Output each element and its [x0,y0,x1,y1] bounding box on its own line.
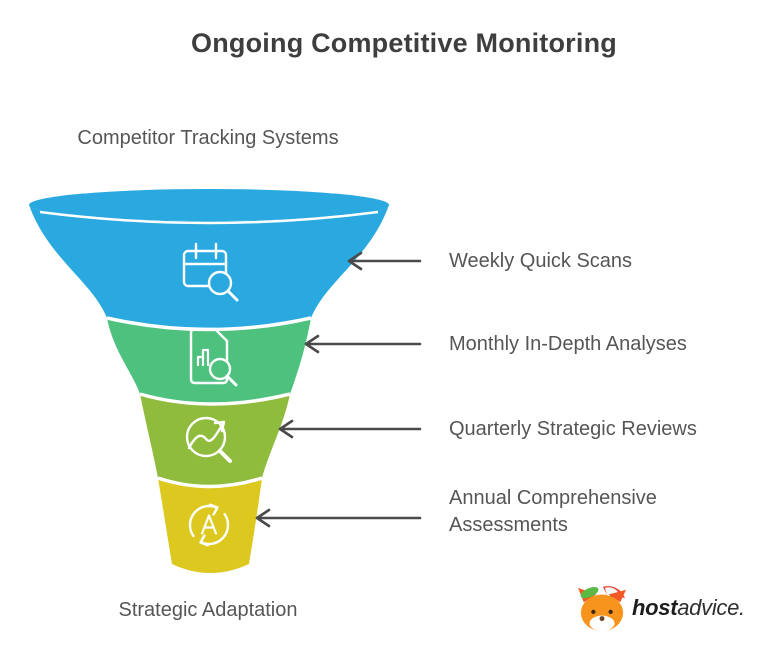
arrow-weekly [347,251,422,271]
page-title: Ongoing Competitive Monitoring [191,28,617,58]
document-analysis-search-icon [189,327,238,387]
funnel-bottom-label: Strategic Adaptation [118,599,298,621]
calendar-search-icon [182,242,239,302]
arrow-annual [255,508,422,528]
funnel-rim-highlight [39,210,379,225]
hostadvice-logo: hostadvice. [576,584,745,632]
arrow-quarterly [278,419,422,439]
segment-label-monthly: Monthly In-Depth Analyses [449,333,687,355]
funnel-top-ellipse [29,189,389,221]
funnel-top-label: Competitor Tracking Systems [77,127,339,149]
logo-text-advice: advice. [677,595,745,620]
funnel-separator [157,476,263,489]
segment-label-quarterly: Quarterly Strategic Reviews [449,418,697,440]
funnel-segment-quarterly [140,394,290,487]
pointer-arrows [255,251,422,528]
logo-wordmark: hostadvice. [632,595,745,621]
trend-magnifier-icon [185,416,232,463]
arrow-monthly [304,334,422,354]
refresh-a-icon [188,503,230,547]
segment-label-annual: Annual Comprehensive Assessments [449,487,657,536]
funnel-segment-annual [158,478,262,573]
logo-text-host: host [632,595,678,620]
funnel-separator [139,392,291,406]
fox-mascot-icon [578,586,626,632]
segment-label-weekly: Weekly Quick Scans [449,250,633,272]
funnel-segment-weekly [29,205,389,330]
